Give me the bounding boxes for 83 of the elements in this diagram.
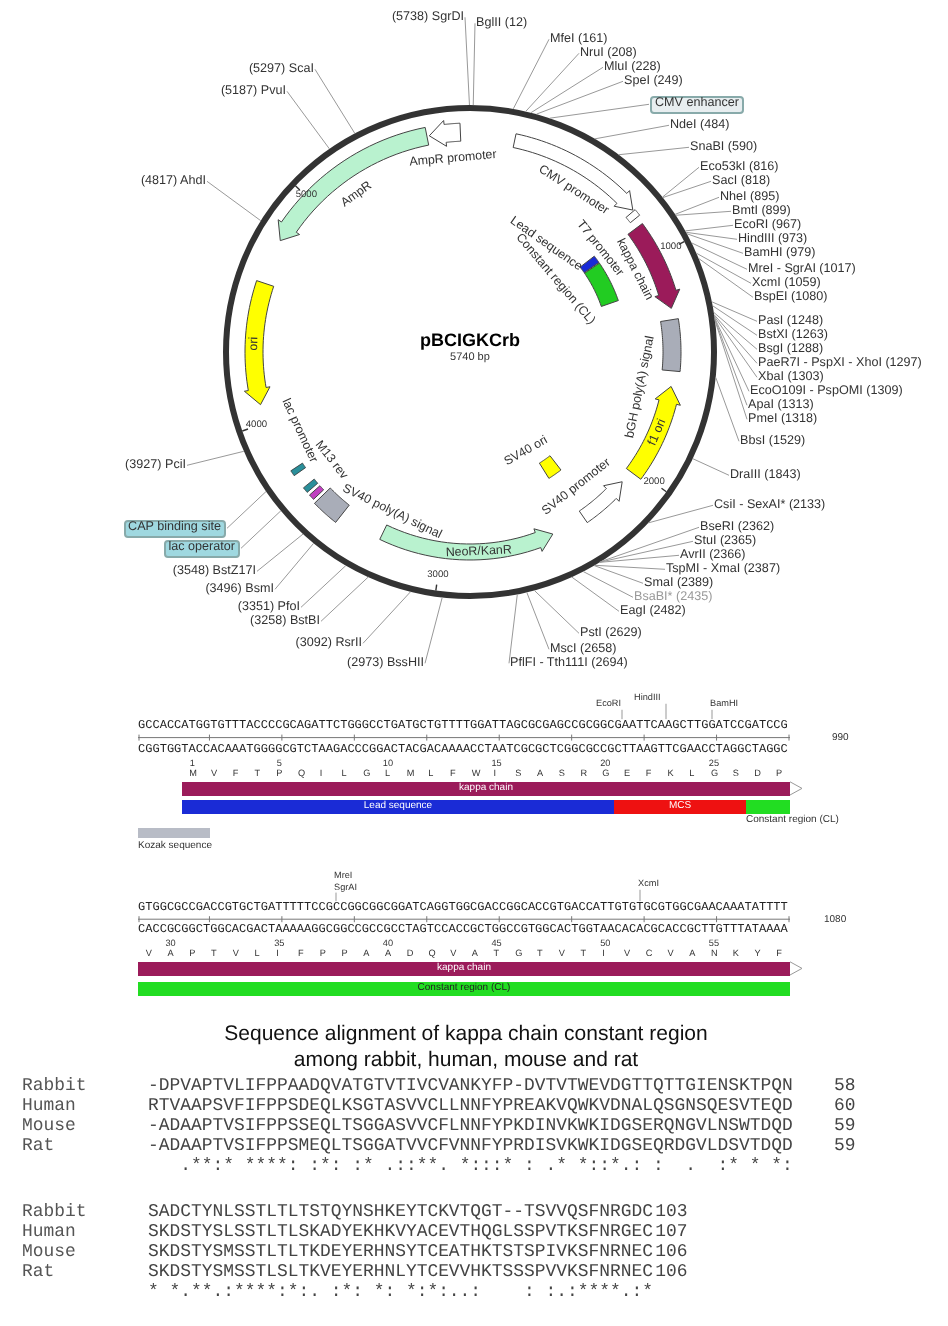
leader-line xyxy=(685,231,738,240)
protein-sequence: SKDSTYSMSSTLSLTKVEYERHNLYTCEVVHKTSSSPVVKSFNRNEC xyxy=(148,1263,654,1281)
leader-line xyxy=(533,589,580,634)
leader-line xyxy=(674,196,720,215)
leader-line xyxy=(665,703,667,720)
conservation-line: * *.**.:****:*:. :*: *: *:*:..: : :.:****.:* xyxy=(148,1283,654,1301)
protein-sequence: RTVAAPSVFIFPPSDEQLKSGTASVVCLLNNFYPREAKVQWKVDNALQSGNSQESVTEQD xyxy=(148,1097,793,1115)
leader-line xyxy=(639,889,641,902)
protein-sequence: SKDSTYSLSSTLTLSKADYEKHKVYACEVTHQGLSSPVTKSFNRGEC xyxy=(148,1223,654,1241)
leader-line xyxy=(525,52,580,112)
section-heading: Sequence alignment of kappa chain constant region among rabbit, human, mouse and rat xyxy=(222,1022,710,1075)
leader-line xyxy=(692,458,730,476)
leader-line xyxy=(508,593,518,664)
leader-line xyxy=(240,510,282,549)
residue-count: 103 xyxy=(655,1203,688,1221)
residue-count: 59 xyxy=(834,1117,856,1135)
leader-line xyxy=(711,301,758,322)
residue-count: 59 xyxy=(834,1137,856,1155)
leader-line xyxy=(300,565,347,608)
residue-count: 107 xyxy=(655,1223,688,1241)
leader-line xyxy=(526,591,550,650)
species-name: Human xyxy=(22,1223,76,1241)
leader-line xyxy=(661,166,700,198)
residue-count: 106 xyxy=(655,1263,688,1281)
leader-line xyxy=(256,533,304,572)
protein-sequence: -DPVAPTVLIFPPAADQVATGTVTIVCVANKYFP-DVTVTWEVDGTTQTTGIENSKTPQN xyxy=(148,1077,793,1095)
protein-sequence: SKDSTYSMSSTLTLTKDEYERHNSYTCEATHKTSTSPIVKSFNRNEC xyxy=(148,1243,654,1261)
leader-line xyxy=(314,68,356,134)
leader-line xyxy=(662,180,712,199)
leader-line xyxy=(698,257,754,298)
leader-line xyxy=(713,315,758,378)
species-name: Mouse xyxy=(22,1243,76,1261)
leader-line xyxy=(512,38,550,110)
conservation-line: .**:* ****: :*: :* .::**. *:::* : .* *::*.: : . :* * *: xyxy=(180,1157,793,1175)
species-name: Rat xyxy=(22,1263,55,1281)
leader-line xyxy=(715,376,740,442)
leader-line xyxy=(695,252,752,284)
leader-line xyxy=(691,242,748,270)
leader-line xyxy=(549,103,650,119)
protein-sequence: -ADAAPTVSIFPPSSEQLTSGGASVVCFLNNFYPKDINVKWKIDGSERQNGVLNSWTDQD xyxy=(148,1117,793,1135)
plasmid-name: pBCIGKCrb xyxy=(418,331,522,349)
residue-count: 106 xyxy=(655,1243,688,1261)
species-name: Human xyxy=(22,1097,76,1115)
leader-line xyxy=(286,90,330,150)
leader-line xyxy=(206,180,262,222)
leader-line xyxy=(618,146,690,156)
leader-line xyxy=(424,596,443,664)
leader-line xyxy=(713,311,758,350)
leader-line xyxy=(362,591,412,644)
leader-line xyxy=(714,317,750,392)
leader-line xyxy=(594,124,670,140)
leader-line xyxy=(675,210,732,216)
leader-line xyxy=(335,892,337,902)
species-name: Rabbit xyxy=(22,1203,87,1221)
protein-sequence: SADCTYNLSSTLTLTSTQYNSHKEYTCKVTQGT--TSVVQSFNRGDC xyxy=(148,1203,654,1221)
protein-sequence: -ADAAPTVSIFPPSMEQLTSGGATVVCFVNNFYPRDISVKWKIDGSEQRDGVLDSVTDQD xyxy=(148,1137,793,1155)
residue-count: 58 xyxy=(834,1077,856,1095)
species-name: Rabbit xyxy=(22,1077,87,1095)
leader-line xyxy=(530,66,604,114)
leader-line xyxy=(571,576,620,612)
species-name: Rat xyxy=(22,1137,55,1155)
leader-line xyxy=(464,16,470,106)
leader-line xyxy=(684,224,734,232)
leader-line xyxy=(598,554,680,563)
leader-line xyxy=(472,22,476,106)
leader-line xyxy=(186,450,245,466)
leader-line xyxy=(536,80,624,115)
leader-line xyxy=(226,490,267,529)
leader-line xyxy=(711,709,713,720)
leader-line xyxy=(599,540,694,563)
leader-line xyxy=(686,233,744,254)
leader-line xyxy=(599,526,700,563)
leader-line xyxy=(582,571,634,598)
leader-line xyxy=(713,314,758,364)
leader-line xyxy=(320,576,369,622)
leader-line xyxy=(594,564,666,570)
leader-line xyxy=(274,542,315,590)
leader-line xyxy=(621,709,623,720)
leader-line xyxy=(647,504,714,524)
leader-line xyxy=(712,305,758,336)
species-name: Mouse xyxy=(22,1117,76,1135)
residue-count: 60 xyxy=(834,1097,856,1115)
leader-line xyxy=(593,565,644,584)
